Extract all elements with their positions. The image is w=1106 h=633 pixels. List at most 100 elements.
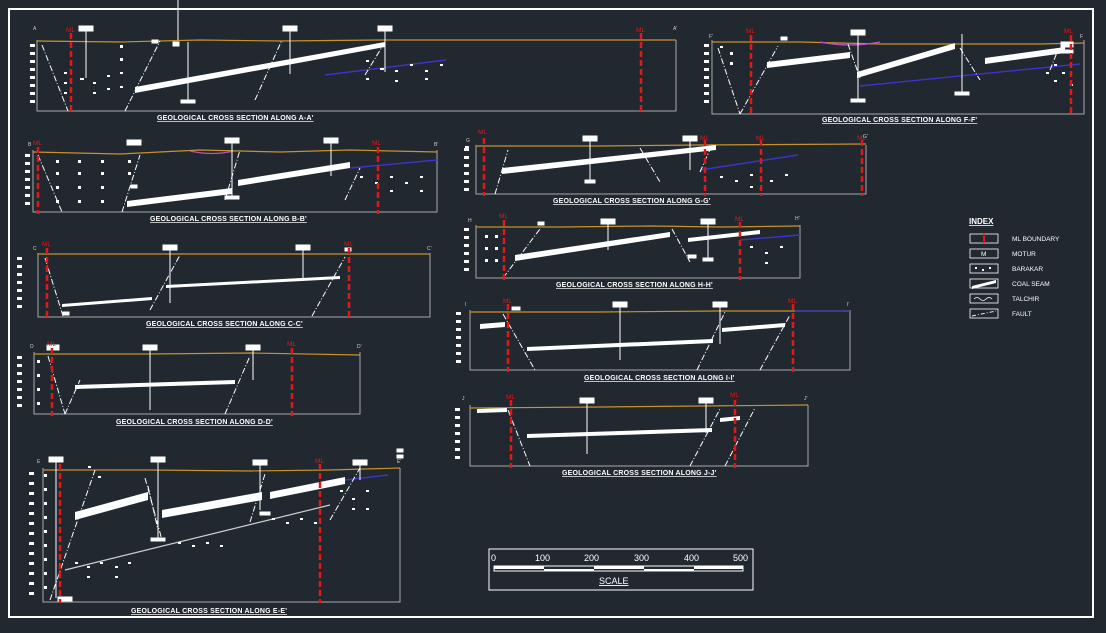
section-b-title: GEOLOGICAL CROSS SECTION ALONG B-B' <box>150 216 307 223</box>
section-g-ml-label-3: ML <box>756 135 765 142</box>
section-g-ml-label-4: ML <box>857 135 866 142</box>
section-c-faults <box>44 254 346 317</box>
section-b-ml-label-1: ML <box>33 140 42 147</box>
section-c: ML ML C C' GEOLOGICAL CROSS SECTION ALON… <box>17 241 432 328</box>
section-a-end-label: A' <box>673 26 677 32</box>
section-h-talchir-line <box>739 234 801 241</box>
section-a-start-label: A <box>33 26 37 32</box>
section-c-frame <box>37 253 431 318</box>
section-f-start-label: F' <box>709 34 713 40</box>
section-h-ml-lines <box>502 220 742 280</box>
scale-tick-400: 400 <box>684 553 699 563</box>
section-b-ml-lines <box>36 147 380 214</box>
fault-icon <box>971 310 997 317</box>
section-e-surface-line <box>43 467 401 472</box>
section-f-talchir-line <box>859 63 1081 87</box>
section-e-coal-seams <box>75 477 345 520</box>
coal-seam-icon <box>972 280 996 289</box>
section-e-boreholes <box>48 448 404 602</box>
scale-bar-segments <box>494 566 743 571</box>
section-e-ml-label-1: ML <box>315 458 324 465</box>
section-i-ml-label-2: ML <box>788 298 797 305</box>
section-c-ml-label-1: ML <box>42 241 51 248</box>
section-a-boreholes <box>78 0 393 104</box>
section-f-frame <box>711 40 1085 115</box>
index-label-barakar: BARAKAR <box>1012 266 1043 273</box>
section-i-depth-ticks <box>456 312 461 363</box>
section-f: ML ML F' F GEOLOGICAL CROSS SECTION ALON… <box>704 28 1085 124</box>
section-d-coal-seam <box>75 380 235 389</box>
scale-tick-300: 300 <box>634 553 649 563</box>
section-d-end-label: D' <box>357 344 362 350</box>
section-h: ML ML H H' GEOLOGICAL CROSS SECTION ALON… <box>464 213 801 289</box>
section-f-surface-line <box>712 41 1085 45</box>
section-f-faults <box>717 43 1059 115</box>
section-a-surface-line <box>36 39 676 43</box>
talchir-icon <box>973 297 993 301</box>
section-i-end-label: I' <box>847 302 849 308</box>
index-swatch-3 <box>969 263 999 274</box>
section-d: ML ML D D' GEOLOGICAL CROSS SECTION ALON… <box>17 341 362 426</box>
scale-tick-100: 100 <box>535 553 550 563</box>
index-swatch-4 <box>969 278 999 289</box>
section-h-title: GEOLOGICAL CROSS SECTION ALONG H-H' <box>556 282 713 289</box>
section-g-marks <box>465 146 788 188</box>
section-i-faults <box>502 311 791 371</box>
section-h-ml-label-1: ML <box>499 213 508 220</box>
section-h-coal-seam-2 <box>688 230 760 242</box>
section-b-surface-line <box>32 149 438 155</box>
section-b-motur-outcrop <box>189 150 235 155</box>
section-j-ml-label-2: ML <box>730 392 739 399</box>
section-d-depth-ticks <box>17 356 22 407</box>
section-e-depth-ticks <box>29 472 34 595</box>
section-b-end-label: B' <box>434 142 438 148</box>
section-b: ML ML B B' GEOLOGICAL CROSS SECTION ALON… <box>25 137 438 223</box>
section-a-coal-seam <box>135 42 385 93</box>
section-a: ML ML A A' GEOLOGICAL CROSS SECTION ALON… <box>30 0 677 122</box>
section-b-ml-label-2: ML <box>372 140 381 147</box>
section-b-start-label: B <box>28 142 32 148</box>
section-d-marks <box>37 360 40 405</box>
section-c-start-label: C <box>33 246 37 252</box>
section-a-ml-label-1: ML <box>66 27 75 34</box>
scale-title: SCALE <box>599 576 629 586</box>
section-i-coal-seams <box>480 322 785 351</box>
section-h-surface-line <box>476 225 801 228</box>
section-d-faults <box>47 355 251 415</box>
index-label-talchir: TALCHIR <box>1012 296 1040 303</box>
section-g-boreholes <box>582 135 698 184</box>
section-b-coal-seams <box>127 162 350 207</box>
section-f-title: GEOLOGICAL CROSS SECTION ALONG F-F' <box>822 117 977 124</box>
index-label-fault: FAULT <box>1012 311 1032 318</box>
section-e: ML E E' GEOLOGICAL CROSS SECTION ALONG E… <box>29 448 404 615</box>
section-a-depth-ticks <box>30 44 35 103</box>
section-h-marks <box>485 235 783 264</box>
section-d-boreholes <box>46 344 261 410</box>
index-label-ml-boundary: ML BOUNDARY <box>1012 236 1060 243</box>
index-title: INDEX <box>969 217 994 226</box>
section-h-end-label: H' <box>795 216 800 222</box>
section-b-boreholes <box>126 137 339 200</box>
section-g: ML ML ML ML G G' GEOLOGICAL CROSS SECTIO… <box>464 129 868 205</box>
section-c-title: GEOLOGICAL CROSS SECTION ALONG C-C' <box>146 321 303 328</box>
section-i-boreholes <box>511 301 728 360</box>
section-d-frame <box>33 352 361 415</box>
section-j-frame <box>469 405 809 467</box>
section-d-ml-lines <box>50 348 294 416</box>
section-i: ML ML I I' GEOLOGICAL CROSS SECTION ALON… <box>456 298 851 382</box>
section-j-faults <box>507 407 756 467</box>
section-d-start-label: D <box>30 344 34 350</box>
section-g-surface-line <box>476 143 867 147</box>
section-g-ml-lines <box>482 138 864 196</box>
index-swatch-2 <box>969 248 999 259</box>
section-f-motur-outcrop <box>819 41 881 46</box>
index-label-motur: MOTUR <box>1012 251 1036 258</box>
section-j-depth-ticks <box>455 408 460 459</box>
section-a-ml-label-2: ML <box>636 27 645 34</box>
section-e-frame <box>42 468 401 603</box>
section-c-coal-seam-2 <box>166 276 340 288</box>
section-d-ml-label-1: ML <box>47 341 56 348</box>
section-f-end-label: F <box>1080 34 1083 40</box>
section-e-seam-floor <box>64 504 331 571</box>
